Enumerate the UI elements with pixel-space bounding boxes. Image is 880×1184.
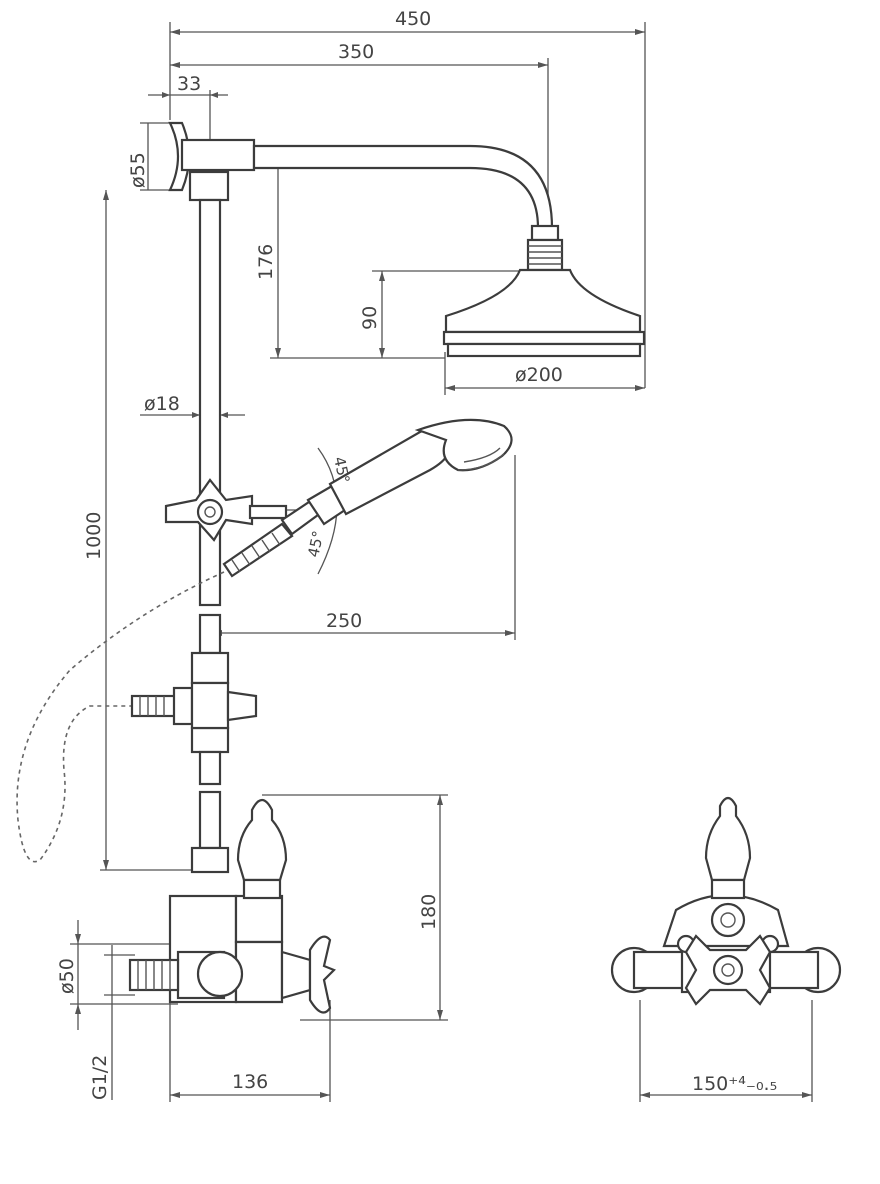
label-handset-tilt-down: 45° [304,529,327,559]
label-wall-offset: 33 [177,73,201,95]
hose [16,522,294,863]
label-rail-diameter: ø18 [144,393,180,415]
label-valve-height: 180 [418,894,440,930]
label-head-drop: 176 [255,244,277,280]
label-inlet-centres: 150⁺⁴₋₀.₅ [692,1073,777,1095]
label-wall-flange: ø55 [127,152,149,188]
temperature-lever-front[interactable] [704,796,752,900]
temperature-lever-side[interactable] [236,798,288,900]
label-head-diameter: ø200 [515,364,563,386]
flow-handle-front[interactable] [684,934,772,1006]
label-handset-reach: 250 [326,610,362,632]
hand-shower[interactable] [280,418,513,536]
thermostatic-valve-front [610,894,842,994]
diverter[interactable] [172,681,258,730]
label-inlet-diameter: ø50 [56,958,78,994]
shower-head [442,224,646,358]
label-head-height: 90 [359,306,381,330]
label-handset-tilt-up: 45° [330,455,353,485]
label-valve-depth: 136 [232,1071,268,1093]
sliding-bracket[interactable] [164,478,288,542]
label-inlet-thread: G1/2 [89,1055,111,1100]
label-rail-height: 1000 [83,512,105,560]
thermostatic-valve-side [128,894,336,1014]
dimension-labels: 450 350 33 ø55 176 90 ø200 ø18 1000 45° … [56,8,777,1100]
label-arm-reach: 350 [338,41,374,63]
label-overall-width: 450 [395,8,431,30]
